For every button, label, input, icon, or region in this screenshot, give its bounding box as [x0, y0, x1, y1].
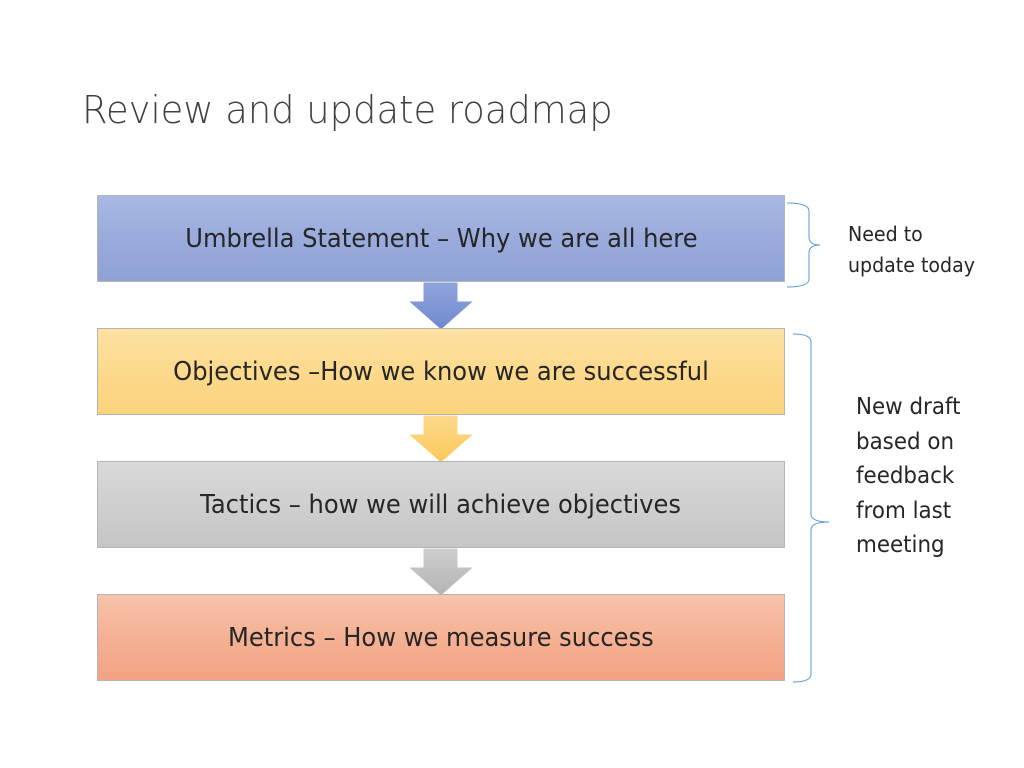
step-tactics: Tactics – how we will achieve objectives [97, 461, 785, 548]
step-tactics-label: Tactics – how we will achieve objectives [200, 489, 682, 520]
step-objectives: Objectives –How we know we are successfu… [97, 328, 785, 415]
note-update-today: Need to update today [848, 222, 976, 277]
step-umbrella-label: Umbrella Statement – Why we are all here [184, 223, 698, 254]
down-arrow-3 [406, 547, 476, 597]
slide-title: Review and update roadmap [82, 88, 613, 132]
brace-update [786, 202, 821, 288]
step-objectives-label: Objectives –How we know we are successfu… [173, 356, 709, 387]
step-umbrella-statement: Umbrella Statement – Why we are all here [97, 195, 785, 282]
step-metrics: Metrics – How we measure success [97, 594, 785, 681]
step-metrics-label: Metrics – How we measure success [228, 622, 654, 653]
brace-draft [792, 333, 830, 683]
down-arrow-2 [406, 414, 476, 464]
down-arrow-1 [406, 281, 476, 331]
note-new-draft: New draft based on feedback from last me… [856, 394, 961, 558]
